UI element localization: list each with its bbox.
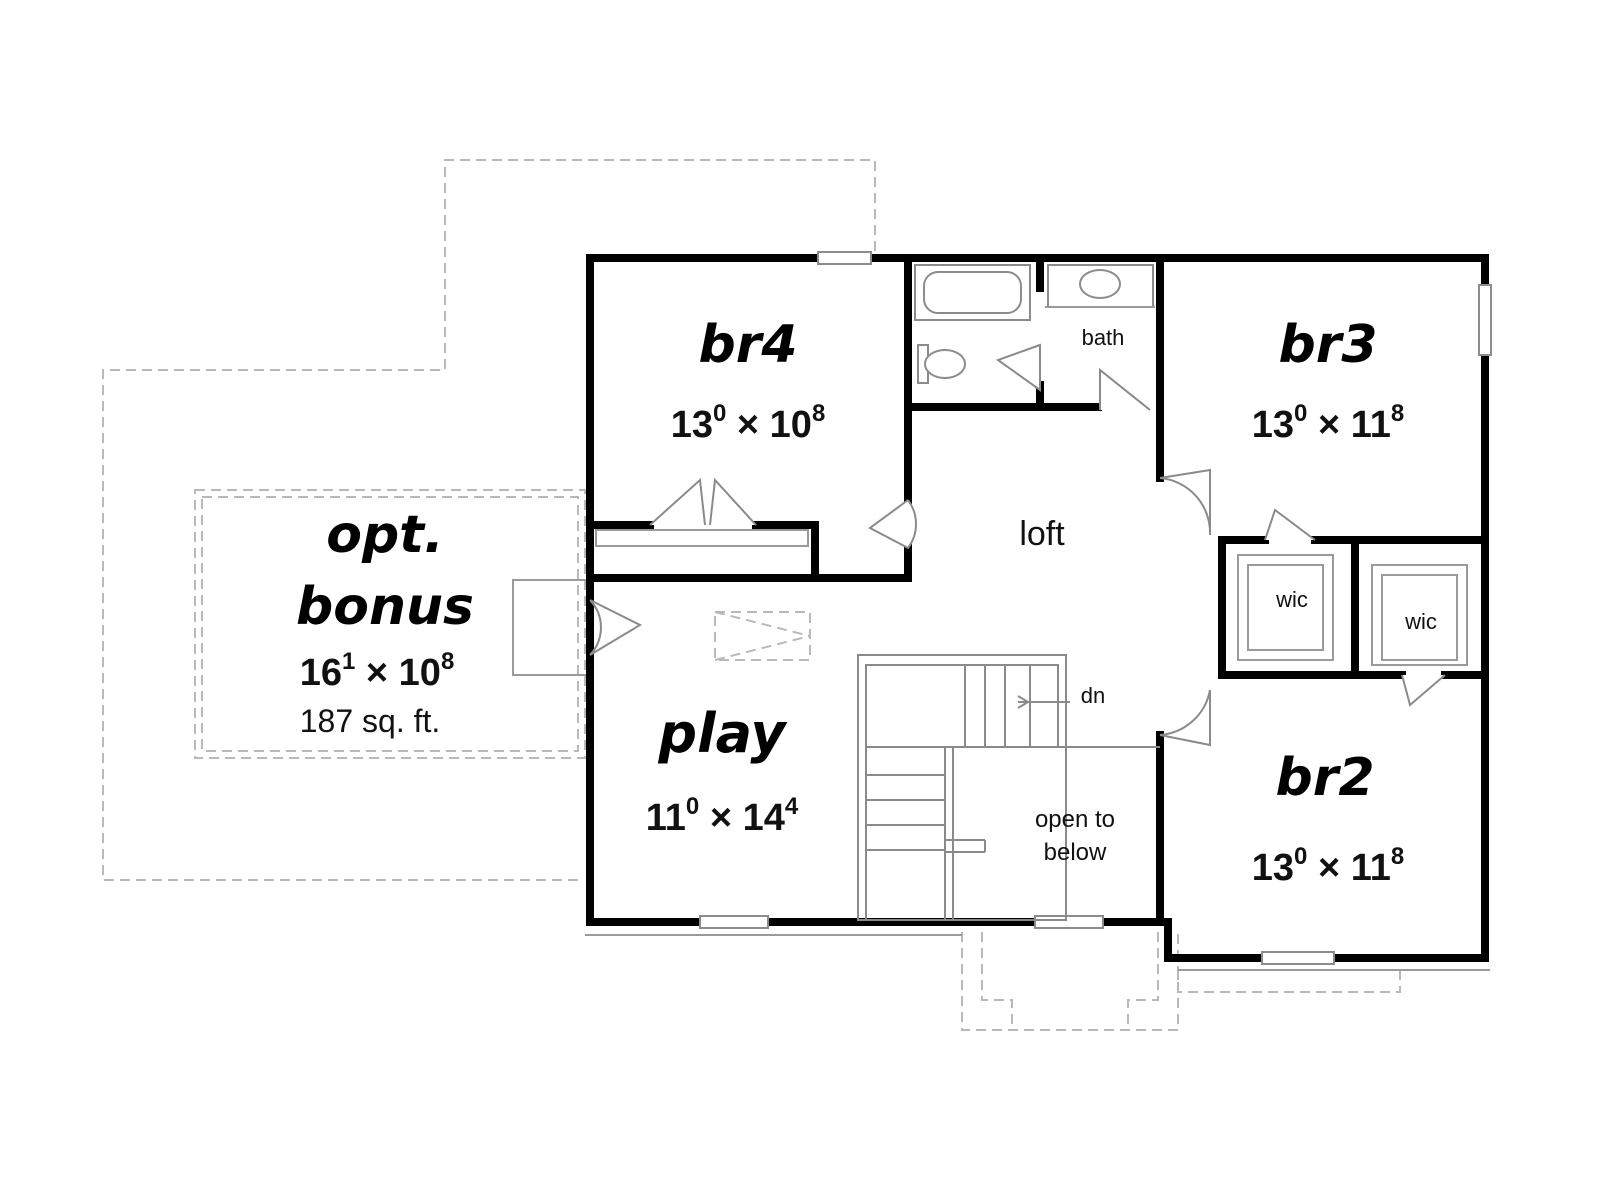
room-name-bonus-line2: bonus	[296, 577, 474, 637]
room-name-loft: loft	[1019, 515, 1065, 553]
room-br3: br3 130 × 118	[1252, 315, 1404, 446]
room-name-br4: br4	[698, 315, 797, 375]
porch-outline	[961, 932, 1401, 1031]
toilet	[917, 344, 966, 384]
closet-shelves	[1237, 554, 1468, 666]
room-play: play 110 × 144	[646, 702, 799, 839]
room-name-bonus-line1: opt.	[326, 505, 444, 565]
sink	[1047, 264, 1154, 308]
stairs-label: dn	[1081, 683, 1105, 708]
room-dim-bonus: 161 × 108	[300, 648, 455, 694]
interior-walls	[586, 254, 1489, 926]
room-dim-br4: 130 × 108	[671, 400, 826, 446]
exterior-walls	[586, 254, 1489, 962]
room-area-bonus: 187 sq. ft.	[300, 703, 441, 739]
attic-landing	[512, 579, 589, 676]
room-br2: br2 130 × 118	[1252, 748, 1404, 889]
room-name-br2: br2	[1275, 748, 1374, 808]
room-name-bath: bath	[1082, 325, 1125, 350]
attic-hatch	[714, 611, 811, 661]
open-to-below-line2: below	[1044, 839, 1107, 866]
room-name-br3: br3	[1278, 315, 1377, 375]
room-name-wic-right: wic	[1404, 609, 1437, 634]
room-dim-br3: 130 × 118	[1252, 400, 1404, 446]
open-to-below-line1: open to	[1035, 806, 1115, 833]
bonus-outline	[194, 489, 586, 759]
room-dim-play: 110 × 144	[646, 793, 799, 839]
room-name-wic-left: wic	[1275, 587, 1308, 612]
room-br4: br4 130 × 108	[671, 315, 826, 446]
bathtub	[914, 264, 1031, 321]
room-name-play: play	[657, 702, 788, 765]
room-bonus: opt. bonus 161 × 108 187 sq. ft.	[296, 505, 474, 739]
stairs	[857, 654, 1160, 921]
room-dim-br2: 130 × 118	[1252, 843, 1404, 889]
roof-outline	[102, 159, 876, 881]
doors	[589, 343, 1446, 747]
